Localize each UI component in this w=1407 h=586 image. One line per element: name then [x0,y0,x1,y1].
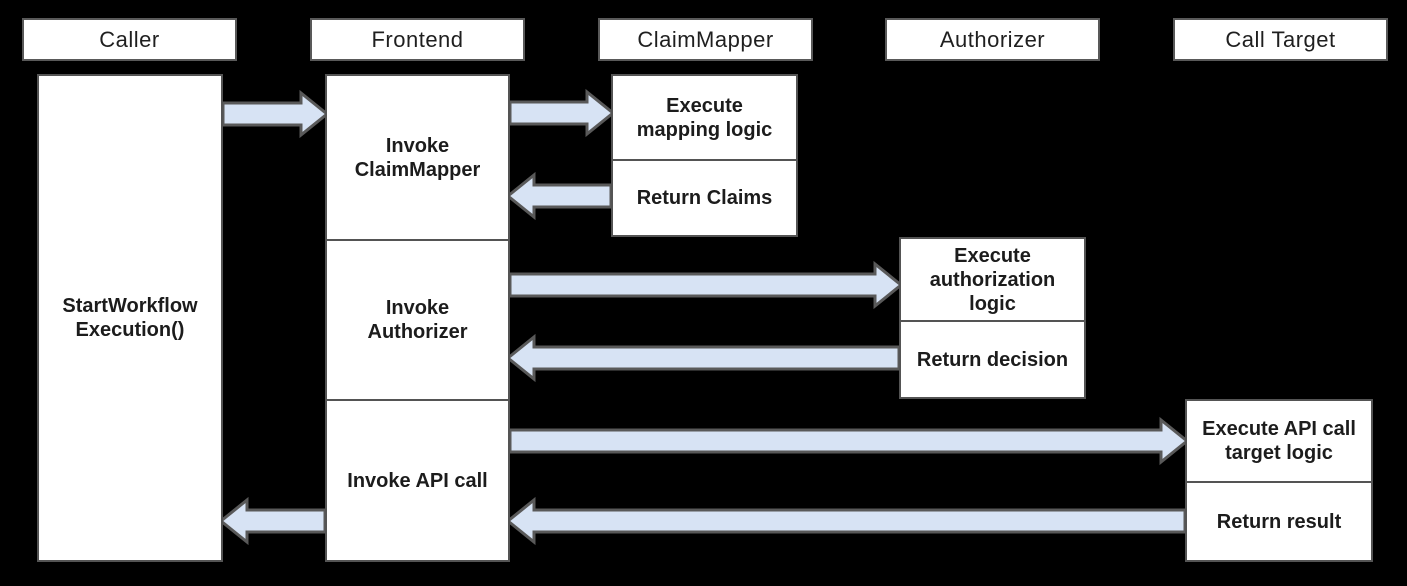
step-return-result: Return result [1187,481,1371,560]
activation-box-frontend: Invoke ClaimMapper Invoke Authorizer Inv… [325,74,510,562]
step-execute-mapping-logic: Execute mapping logic [636,94,773,141]
arrow-authorizer-to-frontend [505,333,901,383]
arrow-claimmapper-to-frontend [505,171,613,221]
actor-header-claimmapper: ClaimMapper [598,18,813,61]
arrow-frontend-to-authorizer [508,260,904,310]
step-execute-authorization-logic: Execute authorization logic [929,244,1056,315]
actor-header-caller-label: Caller [99,26,160,52]
activation-box-calltarget: Execute API call target logic Return res… [1185,399,1373,562]
step-execute-api-call-target-logic: Execute API call target logic [1202,418,1356,464]
step-return-decision: Return decision [901,320,1084,397]
step-return-claims: Return Claims [613,159,796,235]
arrow-calltarget-to-frontend [505,496,1187,546]
arrow-frontend-to-caller [218,496,327,546]
step-startworkflowexecution: StartWorkflow Execution() [62,295,198,341]
actor-header-frontend: Frontend [310,18,525,61]
actor-header-authorizer-label: Authorizer [939,26,1046,52]
step-invoke-api-call: Invoke API call [327,399,508,560]
step-invoke-authorizer: Invoke Authorizer [327,239,508,399]
arrow-frontend-to-claimmapper [508,88,616,138]
activation-box-claimmapper: Execute mapping logic Return Claims [611,74,798,237]
activation-box-authorizer: Execute authorization logic Return decis… [899,237,1086,399]
step-invoke-claimmapper: Invoke ClaimMapper [354,134,481,181]
activation-box-caller: StartWorkflow Execution() [37,74,223,562]
actor-header-claimmapper-label: ClaimMapper [637,26,774,52]
actor-header-calltarget-label: Call Target [1225,26,1336,52]
actor-header-frontend-label: Frontend [371,26,464,52]
actor-header-authorizer: Authorizer [885,18,1100,61]
actor-header-caller: Caller [22,18,237,61]
arrow-caller-to-frontend [221,89,330,139]
arrow-frontend-to-calltarget [508,416,1190,466]
actor-header-calltarget: Call Target [1173,18,1388,61]
